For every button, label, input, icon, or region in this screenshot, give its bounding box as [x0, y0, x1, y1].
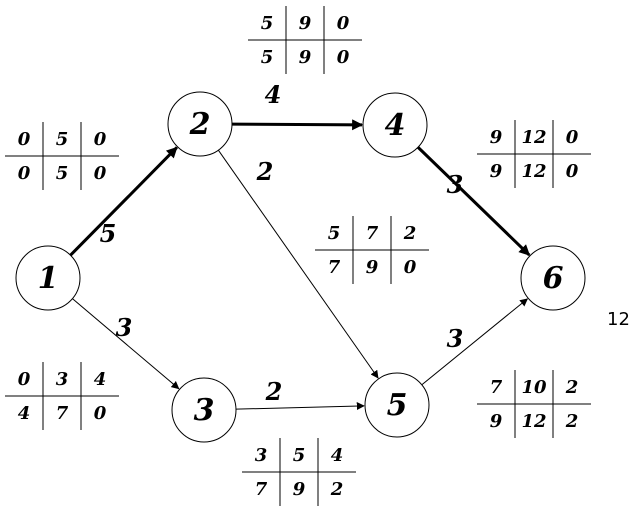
node-label: 1	[38, 261, 59, 296]
node-circle	[362, 92, 428, 158]
table-cell: 5	[293, 445, 306, 466]
edge-weight-1-3: 3	[116, 313, 133, 342]
table-cell: 7	[255, 479, 268, 500]
node-label: 6	[543, 261, 564, 296]
edge-1-2	[69, 146, 178, 257]
table-cell: 10	[521, 377, 547, 398]
table-cell: 0	[404, 257, 417, 278]
table-cell: 0	[94, 163, 107, 184]
time-table-5-6: 7 10 2 9 12 2	[477, 370, 591, 438]
table-cell: 2	[565, 411, 579, 432]
table-cell: 9	[490, 411, 503, 432]
edge-weight-3-5: 2	[265, 377, 283, 406]
table-cell: 0	[337, 47, 350, 68]
table-cell: 12	[521, 127, 546, 148]
table-cell: 2	[565, 377, 579, 398]
table-cell: 0	[566, 127, 579, 148]
table-cell: 5	[328, 223, 341, 244]
edge-weight-1-2: 5	[100, 219, 117, 248]
table-cell: 5	[261, 13, 274, 34]
time-table-2-4: 5 9 0 5 9 0	[248, 6, 362, 74]
edge-weight-4-6: 3	[447, 170, 464, 199]
table-cell: 5	[56, 129, 69, 150]
node-label: 2	[189, 107, 211, 142]
edge-4-6	[416, 146, 531, 257]
node-circle	[364, 372, 430, 438]
table-cell: 4	[331, 445, 344, 466]
table-cell: 7	[328, 257, 341, 278]
table-cell: 9	[293, 479, 306, 500]
table-cell: 12	[521, 161, 546, 182]
edge-weight-5-6: 3	[447, 324, 464, 353]
time-table-1-3: 0 3 4 4 7 0	[5, 362, 119, 430]
table-cell: 9	[490, 161, 503, 182]
table-cell: 5	[261, 47, 274, 68]
table-cell: 2	[330, 479, 344, 500]
edge-weight-2-4: 4	[265, 80, 282, 109]
time-table-4-6: 9 12 0 9 12 0	[477, 120, 591, 188]
node-2: 2	[167, 91, 233, 157]
node-label: 5	[387, 388, 408, 423]
table-cell: 2	[403, 223, 417, 244]
node-4: 4	[362, 92, 428, 158]
table-cell: 9	[299, 47, 312, 68]
node-circle	[15, 245, 81, 311]
edge-2-5	[217, 149, 379, 379]
table-cell: 4	[18, 403, 31, 424]
table-cell: 5	[56, 163, 69, 184]
edge-5-6	[421, 298, 529, 386]
side-note: 12	[607, 309, 630, 330]
table-cell: 3	[255, 445, 268, 466]
edge-3-5	[235, 402, 365, 411]
time-table-1-2: 0 5 0 0 5 0	[5, 122, 119, 190]
table-cell: 9	[299, 13, 312, 34]
table-cell: 12	[521, 411, 546, 432]
table-cell: 9	[490, 127, 503, 148]
node-label: 4	[385, 108, 406, 143]
table-cell: 0	[18, 163, 31, 184]
table-cell: 7	[56, 403, 69, 424]
node-6: 6	[520, 245, 586, 311]
table-cell: 0	[566, 161, 579, 182]
table-cell: 4	[94, 369, 107, 390]
table-cell: 0	[94, 129, 107, 150]
table-cell: 0	[18, 369, 31, 390]
table-cell: 7	[490, 377, 503, 398]
time-table-3-5: 3 5 4 7 9 2	[242, 438, 356, 506]
table-cell: 7	[366, 223, 379, 244]
edge-2-4	[231, 119, 364, 131]
table-cell: 0	[94, 403, 107, 424]
edge-1-3	[72, 298, 180, 390]
table-cell: 9	[366, 257, 379, 278]
edge-weight-2-5: 2	[256, 157, 274, 186]
node-1: 1	[15, 245, 81, 311]
node-circle	[520, 245, 586, 311]
node-circle	[167, 91, 233, 157]
time-table-2-5: 5 7 2 7 9 0	[315, 216, 429, 284]
table-cell: 0	[18, 129, 31, 150]
table-cell: 0	[337, 13, 350, 34]
node-5: 5	[364, 372, 430, 438]
node-circle	[171, 377, 237, 443]
table-cell: 3	[56, 369, 69, 390]
node-3: 3	[171, 377, 237, 443]
edges-layer: 5 3 4 2 2 3 3	[69, 80, 531, 411]
node-label: 3	[194, 393, 215, 428]
